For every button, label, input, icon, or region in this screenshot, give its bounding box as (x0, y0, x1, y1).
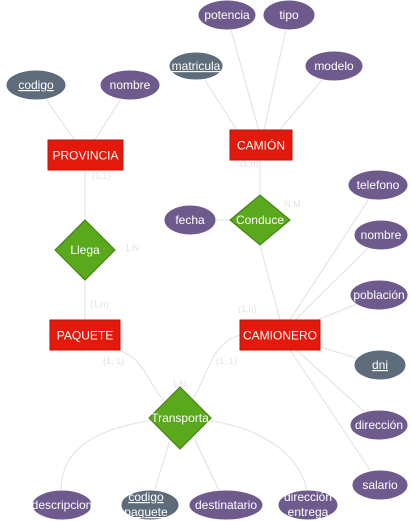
attribute-descripcion[interactable]: descripcion (31, 489, 93, 521)
line-salario-camionero (279, 334, 381, 486)
cardinality-labels: (1,1) 1:N (1,n) N:M (1,n) (1,n) (1, 1) (… (90, 159, 301, 389)
attribute-nombre-camionero-label: nombre (361, 228, 402, 242)
cardinality-transporta: 1:N (172, 379, 186, 389)
attribute-poblacion-label: población (353, 288, 404, 302)
attribute-nombre-provincia-label: nombre (110, 78, 151, 92)
relationship-conduce-label: Conduce (236, 213, 284, 227)
cardinality-paquete-transporta: (1, 1) (103, 356, 124, 366)
relationship-transporta[interactable]: Transporta (148, 386, 212, 450)
attribute-matricula-label: matricula (172, 59, 221, 73)
attribute-destinatario-label: destinatario (195, 498, 257, 512)
attribute-dni[interactable]: dni (353, 349, 407, 381)
attribute-telefono-label: telefono (357, 178, 400, 192)
line-tipo-camion (262, 14, 290, 136)
attribute-matricula[interactable]: matricula (168, 51, 224, 81)
relationship-llega-label: Llega (70, 243, 100, 257)
attribute-codigo-paquete[interactable]: codigo paquete (120, 489, 180, 521)
attribute-tipo[interactable]: tipo (262, 0, 316, 31)
attribute-salario-label: salario (362, 478, 398, 492)
entity-camionero-label: CAMIONERO (243, 329, 317, 343)
attribute-direccion-entrega-label-2: entrega (288, 505, 329, 519)
attribute-potencia-label: potencia (204, 8, 250, 22)
entity-camion[interactable]: CAMIÓN (229, 129, 293, 161)
cardinality-paquete-llega: (1,n) (90, 299, 109, 309)
entity-provincia-label: PROVINCIA (52, 149, 118, 163)
cardinality-llega: 1:N (125, 243, 139, 253)
attribute-fecha[interactable]: fecha (163, 204, 217, 236)
relationship-transporta-label: Transporta (151, 411, 209, 425)
entity-paquete-label: PAQUETE (57, 329, 113, 343)
cardinality-camionero-transporta: (1, 1) (216, 356, 237, 366)
attribute-codigo[interactable]: codigo (5, 69, 67, 101)
attribute-direccion-entrega-label-1: dirección (284, 490, 332, 504)
attribute-destinatario[interactable]: destinatario (188, 489, 264, 521)
attribute-direccion-label: dirección (355, 418, 403, 432)
attribute-descripcion-label: descripcion (32, 498, 93, 512)
entity-provincia[interactable]: PROVINCIA (47, 139, 124, 171)
attribute-direccion-entrega[interactable]: dirección entrega (277, 489, 339, 521)
attribute-nombre-provincia[interactable]: nombre (99, 69, 161, 101)
entity-camionero[interactable]: CAMIONERO (239, 319, 321, 351)
attribute-codigo-paquete-label-2: paquete (124, 505, 168, 519)
attribute-telefono[interactable]: telefono (347, 169, 409, 201)
cardinality-provincia-llega: (1,1) (92, 171, 111, 181)
entity-camion-label: CAMIÓN (237, 138, 285, 153)
attribute-poblacion[interactable]: población (349, 279, 409, 311)
line-nombre-camionero (279, 234, 382, 336)
entity-paquete[interactable]: PAQUETE (49, 319, 121, 351)
attribute-potencia[interactable]: potencia (197, 0, 257, 31)
attribute-modelo-label: modelo (314, 59, 354, 73)
attribute-fecha-label: fecha (175, 213, 205, 227)
line-telefono-camionero (279, 184, 379, 336)
attribute-dni-label: dni (372, 358, 388, 372)
attribute-modelo[interactable]: modelo (304, 50, 364, 82)
line-potencia-camion (226, 14, 261, 136)
relationship-conduce[interactable]: Conduce (229, 194, 291, 246)
attribute-nombre-camionero[interactable]: nombre (353, 219, 409, 251)
attribute-codigo-paquete-label-1: codigo (128, 490, 164, 504)
cardinality-camion-conduce: (1,n) (240, 159, 259, 169)
attribute-codigo-label: codigo (18, 78, 54, 92)
line-conduce-camionero (259, 244, 281, 321)
attribute-tipo-label: tipo (279, 8, 299, 22)
attribute-salario[interactable]: salario (351, 469, 409, 501)
relationship-llega[interactable]: Llega (54, 219, 116, 281)
cardinality-camionero-conduce: (1,n) (238, 304, 257, 314)
cardinality-conduce: N:M (284, 199, 301, 209)
attribute-direccion[interactable]: dirección (349, 409, 409, 441)
